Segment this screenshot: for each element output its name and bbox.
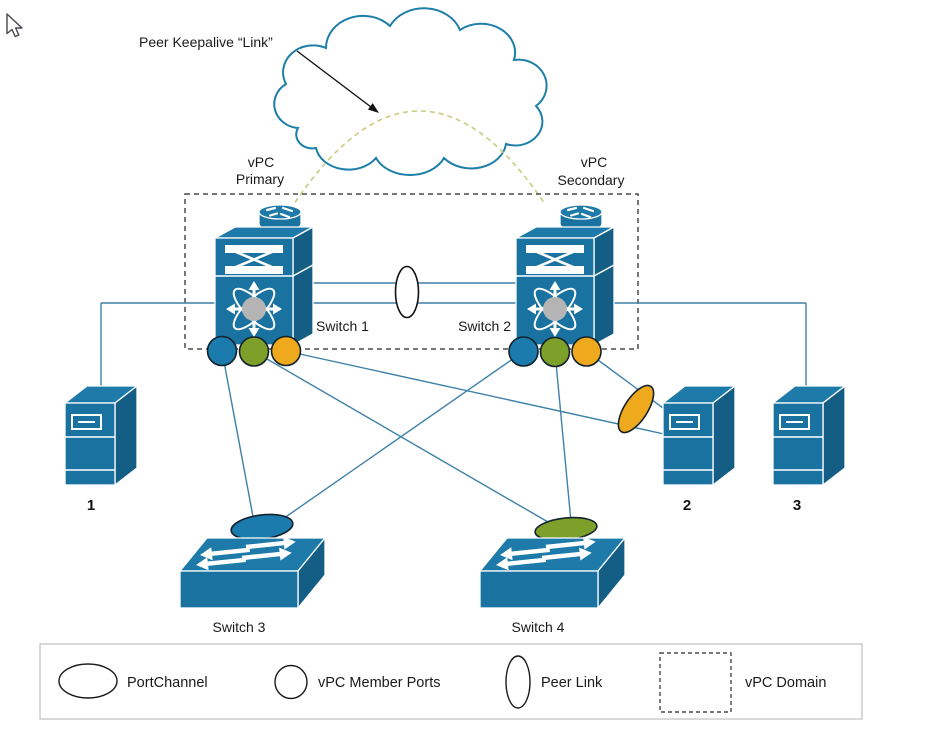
link-switch2-switch4	[554, 351, 572, 523]
legend-vpc-domain-icon	[659, 652, 732, 713]
switch4-label: Switch 4	[512, 619, 565, 635]
vpc-primary-label: vPC Primary	[236, 154, 284, 187]
server2-icon	[662, 385, 736, 486]
svg-text:Primary: Primary	[236, 171, 284, 187]
vpc-member-port-orange-switch1	[270, 335, 302, 367]
svg-text:Secondary: Secondary	[558, 172, 625, 188]
mouse-cursor-icon	[6, 13, 23, 38]
vpc-member-port-blue-switch1	[206, 335, 238, 367]
switch1-label: Switch 1	[316, 318, 369, 334]
switch2-icon	[514, 203, 616, 347]
network-cloud	[273, 7, 548, 176]
svg-text:vPC: vPC	[581, 154, 607, 170]
vpc-member-port-orange-switch2	[571, 336, 602, 367]
link-switch1-switch3	[221, 350, 255, 523]
switch1-icon	[213, 203, 315, 347]
vpc-member-port-green-switch1	[238, 336, 270, 367]
vpc-secondary-label: vPC Secondary	[558, 154, 625, 188]
legend-vpc-member-ports-icon	[274, 664, 308, 700]
switch2-label: Switch 2	[458, 318, 511, 334]
svg-text:vPC: vPC	[248, 154, 274, 170]
legend-portchannel-icon	[58, 663, 118, 699]
vpc-member-port-green-switch2	[539, 336, 571, 368]
server1-label: 1	[87, 497, 95, 514]
switch3-icon	[179, 534, 326, 609]
peer-keepalive-path	[289, 110, 546, 211]
keepalive-arrow	[296, 50, 379, 113]
legend: PortChannel vPC Member Ports Peer Link v…	[39, 643, 863, 720]
server1-icon	[64, 385, 138, 486]
switch3-label: Switch 3	[213, 619, 266, 635]
link-switch2-switch3	[276, 350, 524, 524]
link-switch1-switch4	[253, 350, 549, 523]
link-switch1-server2	[285, 350, 665, 435]
portchannel-ellipse-server2	[617, 384, 655, 434]
peer-link-ellipse	[394, 265, 420, 319]
server2-label: 2	[683, 497, 691, 514]
legend-vpc-domain-label: vPC Domain	[745, 675, 826, 691]
server3-icon	[772, 385, 846, 486]
peer-keepalive-label: Peer Keepalive “Link”	[139, 34, 273, 50]
vpc-member-port-blue-switch2	[508, 336, 539, 367]
switch4-icon	[479, 534, 626, 609]
vpc-domain-boundary	[184, 193, 639, 350]
legend-portchannel-label: PortChannel	[127, 675, 208, 691]
legend-peer-link-icon	[505, 655, 531, 709]
legend-peer-link-label: Peer Link	[541, 675, 603, 691]
server3-label: 3	[793, 497, 801, 514]
legend-vpc-member-ports-label: vPC Member Ports	[318, 675, 440, 691]
